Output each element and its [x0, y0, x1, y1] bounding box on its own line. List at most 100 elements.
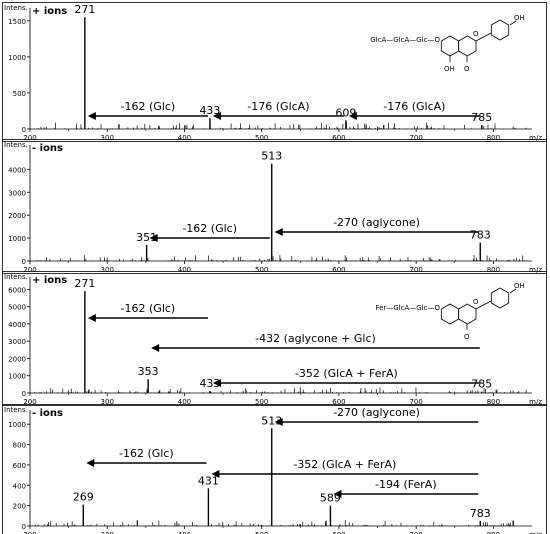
- substituent-label: GlcA—GlcA—Glc—O: [370, 36, 440, 44]
- y-tick-label: 5000: [8, 304, 26, 312]
- arrow-label: -270 (aglycone): [333, 406, 420, 419]
- y-axis-title: Intens.: [4, 141, 28, 149]
- peak-label-785: 785: [471, 111, 492, 124]
- x-tick-label: 500: [255, 398, 268, 406]
- y-tick-label: 0: [22, 126, 26, 134]
- peak-label-431: 431: [198, 474, 219, 487]
- arrow-head: [211, 470, 220, 478]
- arrow-head: [151, 344, 160, 352]
- fragment-arrow: -162 (Glc): [86, 447, 207, 467]
- y-tick-label: 1000: [8, 235, 26, 243]
- y-tick-label: 2000: [8, 355, 26, 363]
- peak-label-269: 269: [73, 491, 94, 504]
- y-tick-label: 800: [13, 442, 26, 450]
- arrow-head: [348, 112, 357, 120]
- fragment-arrow: -194 (FerA): [333, 478, 479, 498]
- arrow-label: -162 (Glc): [121, 100, 176, 113]
- y-tick-label: 4000: [8, 321, 26, 329]
- y-tick-label: 4000: [8, 166, 26, 174]
- ring-o-label: O: [473, 30, 479, 38]
- arrow-label: -176 (GlcA): [247, 100, 309, 113]
- y-tick-label: 3000: [8, 338, 26, 346]
- peak-label-783: 783: [470, 507, 491, 520]
- peak-label-433: 433: [199, 377, 220, 390]
- peak-label-271: 271: [74, 3, 95, 16]
- y-tick-label: 0: [22, 523, 26, 531]
- fragment-arrow: -176 (GlcA): [348, 100, 480, 120]
- x-tick-label: 500: [255, 134, 268, 142]
- arrow-label: -352 (GlcA + FerA): [293, 458, 396, 471]
- panel-frame: [2, 2, 547, 142]
- x-tick-label: 200: [23, 531, 36, 534]
- x-tick-label: 700: [409, 398, 422, 406]
- x-tick-label: 700: [409, 531, 422, 534]
- arrow-head: [87, 314, 96, 322]
- x-tick-label: 200: [23, 398, 36, 406]
- arrow-label: -162 (Glc): [121, 302, 176, 315]
- x-tick-label: 400: [178, 134, 191, 142]
- x-tick-label: 300: [101, 531, 114, 534]
- panel-frame: [2, 271, 547, 406]
- y-tick-label: 600: [13, 462, 26, 470]
- panel-frame: [2, 139, 547, 274]
- ring-a: [440, 35, 460, 57]
- y-tick-label: 500: [13, 90, 26, 98]
- arrow-head: [86, 459, 95, 467]
- spectrum-panel-4: 02004006008001000200300400500600700800In…: [2, 404, 547, 534]
- y-tick-label: 1000: [8, 54, 26, 62]
- x-tick-label: 400: [178, 266, 191, 274]
- peak-label-351: 351: [136, 231, 157, 244]
- x-tick-label: 300: [101, 398, 114, 406]
- x-tick-label: 800: [487, 134, 500, 142]
- arrow-head: [274, 418, 283, 426]
- x-tick-label: 800: [487, 398, 500, 406]
- fragment-arrow: -270 (aglycone): [274, 406, 479, 426]
- ring-c: [458, 35, 477, 57]
- arrow-label: -270 (aglycone): [333, 216, 420, 229]
- ring-c: [458, 303, 477, 325]
- ketone-label: O: [464, 333, 470, 341]
- peak-label-353: 353: [138, 365, 159, 378]
- arrow-head: [212, 379, 221, 387]
- arrow-head: [212, 112, 221, 120]
- peak-label-271: 271: [74, 277, 95, 290]
- arrow-label: -432 (aglycone + Glc): [255, 332, 376, 345]
- y-tick-label: 0: [22, 390, 26, 398]
- fragment-arrow: -162 (Glc): [149, 222, 270, 242]
- panel-label: + ions: [32, 6, 67, 17]
- x-tick-label: 400: [178, 398, 191, 406]
- arrow-label: -194 (FerA): [375, 478, 437, 491]
- ring-a: [440, 303, 460, 325]
- panel-label: + ions: [32, 275, 67, 286]
- arrow-label: -176 (GlcA): [383, 100, 445, 113]
- x-tick-label: 300: [101, 266, 114, 274]
- peak-label-513: 513: [261, 414, 282, 427]
- fragment-arrow: -352 (GlcA + FerA): [212, 367, 480, 387]
- x-tick-label: 600: [332, 398, 345, 406]
- y-tick-label: 1000: [8, 421, 26, 429]
- panel-label: - ions: [32, 408, 63, 419]
- x-tick-label: 800: [487, 531, 500, 534]
- peak-label-513: 513: [261, 150, 282, 163]
- peak-label-433: 433: [199, 104, 220, 117]
- ketone-label: O: [464, 65, 470, 73]
- ring-b: [490, 287, 510, 309]
- peak-label-785: 785: [471, 378, 492, 391]
- fragment-arrow: -162 (Glc): [87, 302, 208, 322]
- peak-label-783: 783: [470, 229, 491, 242]
- fragment-arrow: -270 (aglycone): [274, 216, 479, 236]
- arrow-head: [333, 490, 342, 498]
- substituent-label: Fer—GlcA—Glc—O: [375, 304, 440, 312]
- x-axis-title: m/z: [529, 398, 542, 406]
- ring-link: [475, 32, 492, 42]
- arrow-head: [87, 112, 96, 120]
- oh-bond: [509, 20, 517, 26]
- arrow-head: [274, 228, 283, 236]
- fragment-arrow: -162 (Glc): [87, 100, 208, 120]
- panel-frame: [2, 404, 547, 534]
- x-tick-label: 800: [487, 266, 500, 274]
- oh-top-label: OH: [514, 14, 525, 22]
